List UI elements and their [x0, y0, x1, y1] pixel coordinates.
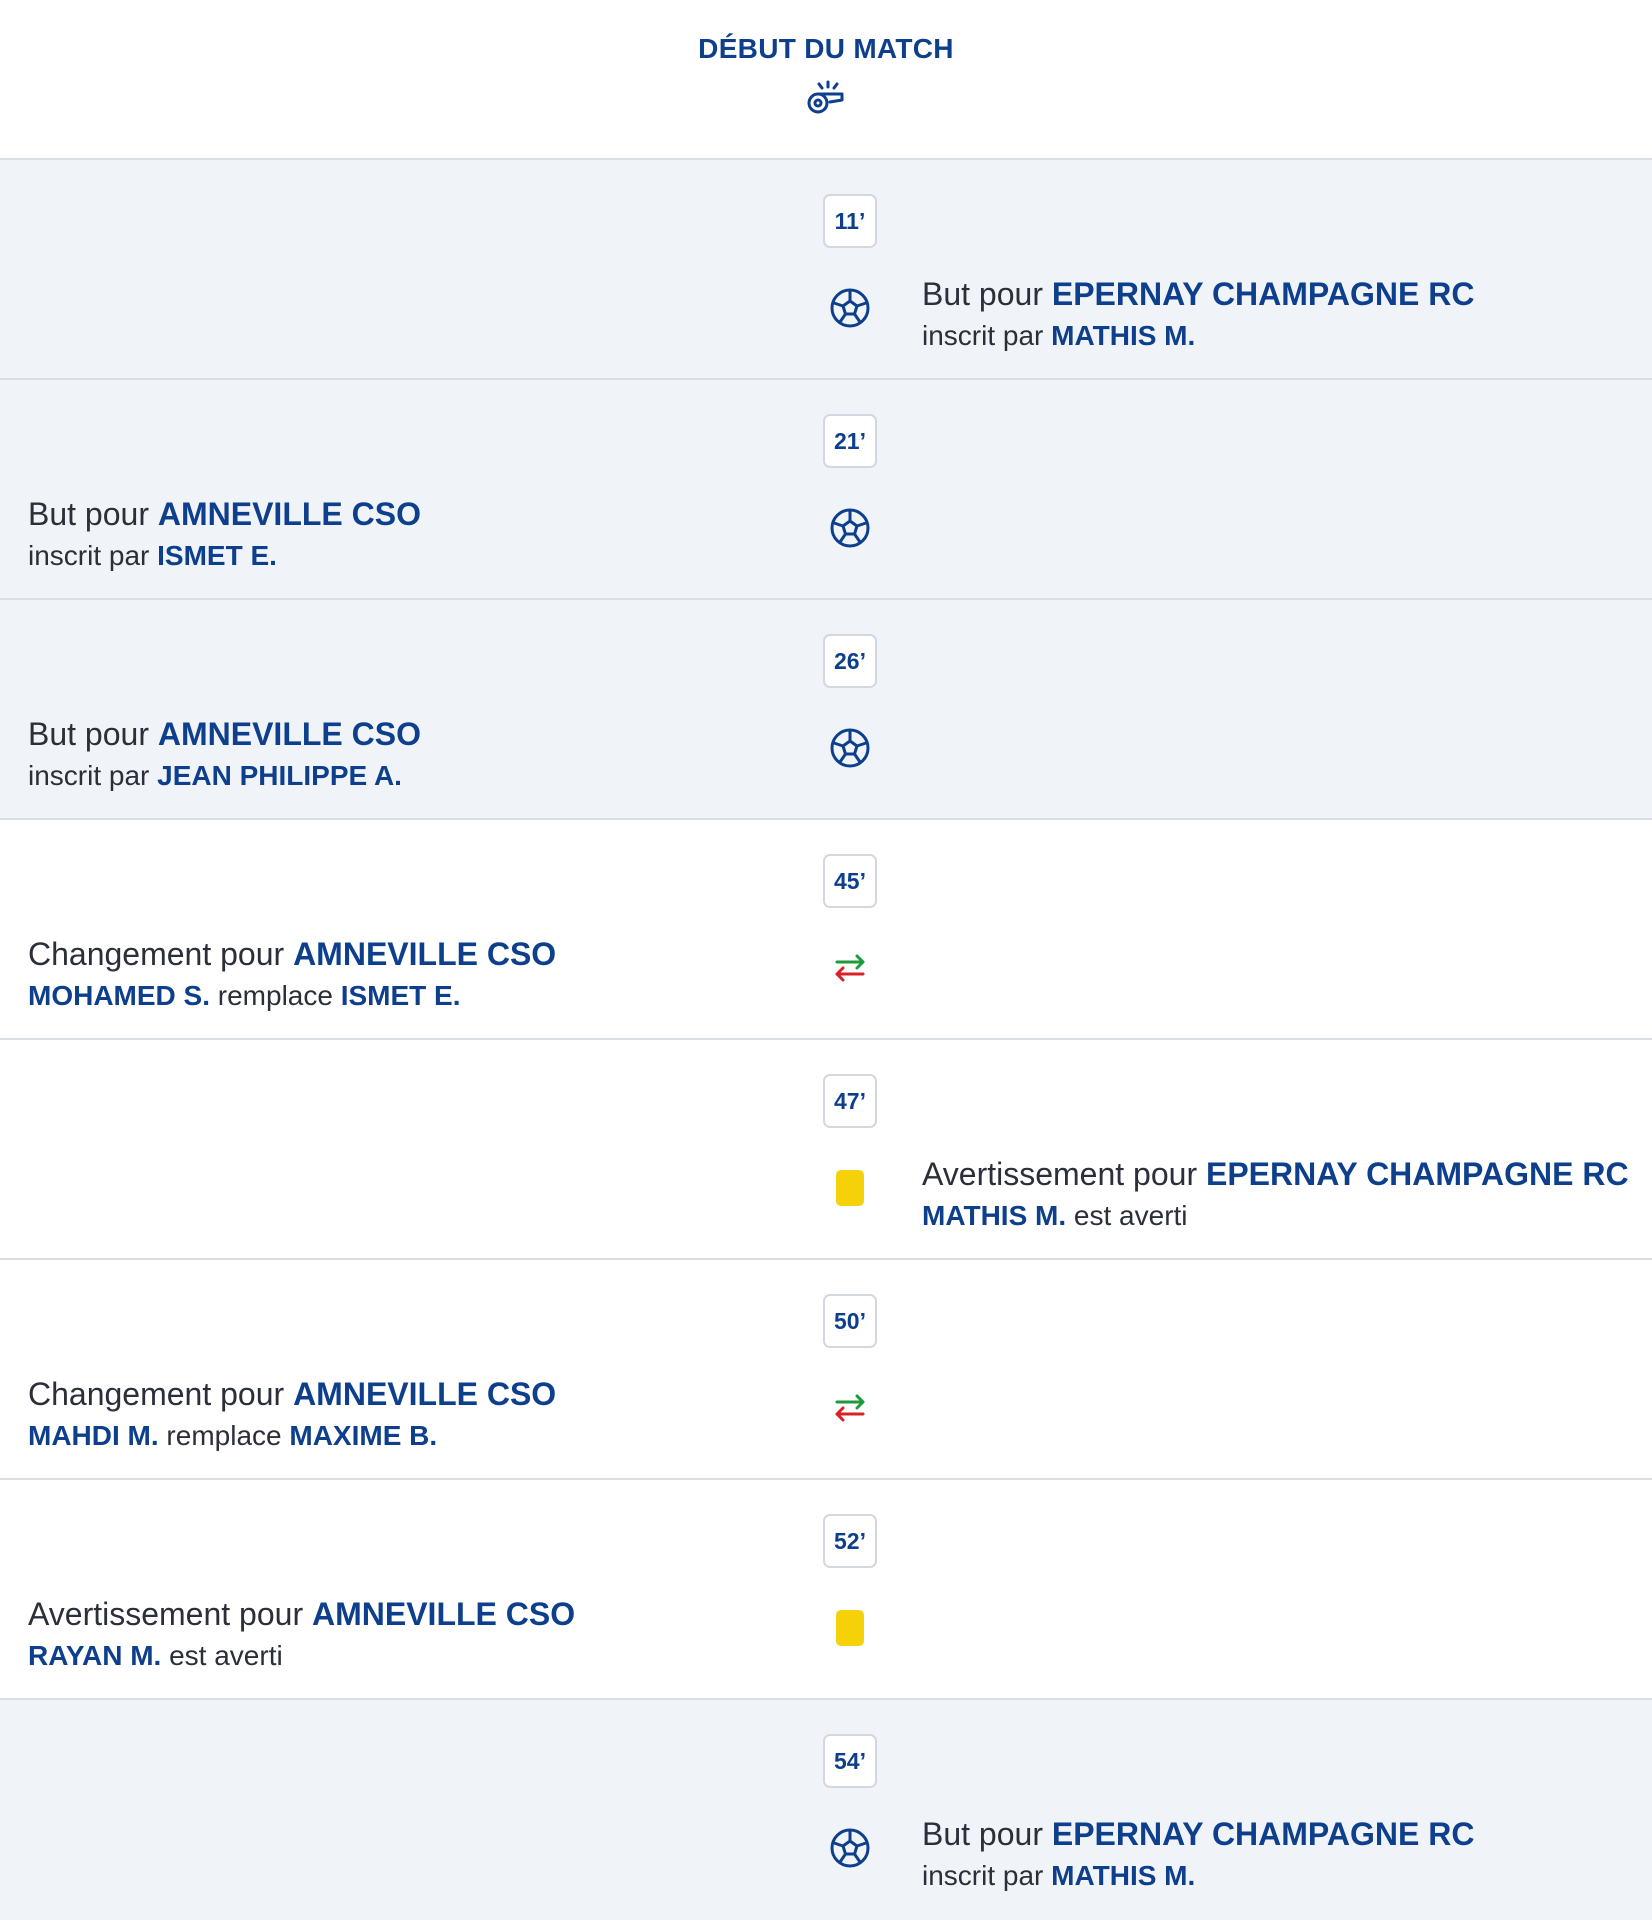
- team-name: AMNEVILLE CSO: [157, 496, 421, 532]
- soccer-ball-icon: [826, 724, 874, 772]
- substitution-arrows-icon: [826, 944, 874, 992]
- player-name: RAYAN M.: [28, 1640, 162, 1671]
- minute-badge: 52’: [823, 1514, 877, 1568]
- event-detail-label: inscrit par: [28, 760, 158, 791]
- event-row: 11’ But pour EPERNAY CHAMPAGNE RC inscri…: [0, 160, 1652, 380]
- event-label: But pour: [28, 716, 158, 752]
- team-name: EPERNAY CHAMPAGNE RC: [1205, 1156, 1629, 1192]
- event-detail-label: inscrit par: [922, 320, 1052, 351]
- event-label: But pour: [922, 1816, 1052, 1852]
- whistle-icon: [807, 80, 844, 114]
- replace-label: remplace: [158, 1420, 290, 1451]
- yellow-card-icon: [826, 1164, 874, 1212]
- soccer-ball-icon: [826, 1824, 874, 1872]
- replace-label: remplace: [210, 980, 341, 1011]
- minute-badge: 47’: [823, 1074, 877, 1128]
- event-label: But pour: [28, 496, 158, 532]
- event-label: But pour: [922, 276, 1052, 312]
- event-detail-label: inscrit par: [922, 1860, 1052, 1891]
- warning-label: est averti: [161, 1640, 283, 1671]
- event-description: But pour AMNEVILLE CSO inscrit par ISMET…: [28, 498, 421, 570]
- soccer-ball-icon: [826, 504, 874, 552]
- team-name: AMNEVILLE CSO: [293, 936, 557, 972]
- event-description: But pour EPERNAY CHAMPAGNE RC inscrit pa…: [922, 1818, 1474, 1890]
- event-label: Changement pour: [28, 936, 294, 972]
- yellow-card-icon: [826, 1604, 874, 1652]
- soccer-ball-icon: [826, 284, 874, 332]
- event-label: Avertissement pour: [922, 1156, 1206, 1192]
- team-name: EPERNAY CHAMPAGNE RC: [1051, 1816, 1475, 1852]
- event-row: 26’ But pour AMNEVILLE CSO inscrit par J…: [0, 600, 1652, 820]
- team-name: AMNEVILLE CSO: [311, 1596, 576, 1632]
- player-name: MATHIS M.: [1051, 320, 1196, 351]
- event-description: But pour AMNEVILLE CSO inscrit par JEAN …: [28, 718, 421, 790]
- warning-label: est averti: [1066, 1200, 1188, 1231]
- event-label: Avertissement pour: [28, 1596, 312, 1632]
- event-row: 21’ But pour AMNEVILLE CSO inscrit par I…: [0, 380, 1652, 600]
- event-detail-label: inscrit par: [28, 540, 158, 571]
- minute-badge: 26’: [823, 634, 877, 688]
- match-start-header: DÉBUT DU MATCH: [0, 0, 1652, 160]
- team-name: AMNEVILLE CSO: [293, 1376, 557, 1412]
- match-start-title: DÉBUT DU MATCH: [698, 33, 954, 64]
- event-description: Changement pour AMNEVILLE CSO MAHDI M. r…: [28, 1378, 556, 1450]
- minute-badge: 45’: [823, 854, 877, 908]
- minute-badge: 21’: [823, 414, 877, 468]
- player-in-name: MAHDI M.: [28, 1420, 159, 1451]
- event-row: 45’ Changement pour AMNEVILLE CSO MOHAME…: [0, 820, 1652, 1040]
- event-description: Avertissement pour EPERNAY CHAMPAGNE RC …: [922, 1158, 1629, 1230]
- minute-badge: 50’: [823, 1294, 877, 1348]
- event-description: Avertissement pour AMNEVILLE CSO RAYAN M…: [28, 1598, 575, 1670]
- event-row: 50’ Changement pour AMNEVILLE CSO MAHDI …: [0, 1260, 1652, 1480]
- event-description: Changement pour AMNEVILLE CSO MOHAMED S.…: [28, 938, 556, 1010]
- minute-badge: 11’: [823, 194, 877, 248]
- event-label: Changement pour: [28, 1376, 294, 1412]
- event-row: 47’ Avertissement pour EPERNAY CHAMPAGNE…: [0, 1040, 1652, 1260]
- player-name: JEAN PHILIPPE A.: [157, 760, 402, 791]
- player-in-name: MOHAMED S.: [28, 980, 210, 1011]
- event-row: 52’ Avertissement pour AMNEVILLE CSO RAY…: [0, 1480, 1652, 1700]
- team-name: EPERNAY CHAMPAGNE RC: [1051, 276, 1475, 312]
- player-name: MATHIS M.: [1051, 1860, 1196, 1891]
- player-name: ISMET E.: [157, 540, 277, 571]
- player-name: MATHIS M.: [922, 1200, 1067, 1231]
- player-out-name: MAXIME B.: [289, 1420, 438, 1451]
- event-description: But pour EPERNAY CHAMPAGNE RC inscrit pa…: [922, 278, 1474, 350]
- player-out-name: ISMET E.: [340, 980, 461, 1011]
- substitution-arrows-icon: [826, 1384, 874, 1432]
- team-name: AMNEVILLE CSO: [157, 716, 421, 752]
- event-row: 54’ But pour EPERNAY CHAMPAGNE RC inscri…: [0, 1700, 1652, 1920]
- minute-badge: 54’: [823, 1734, 877, 1788]
